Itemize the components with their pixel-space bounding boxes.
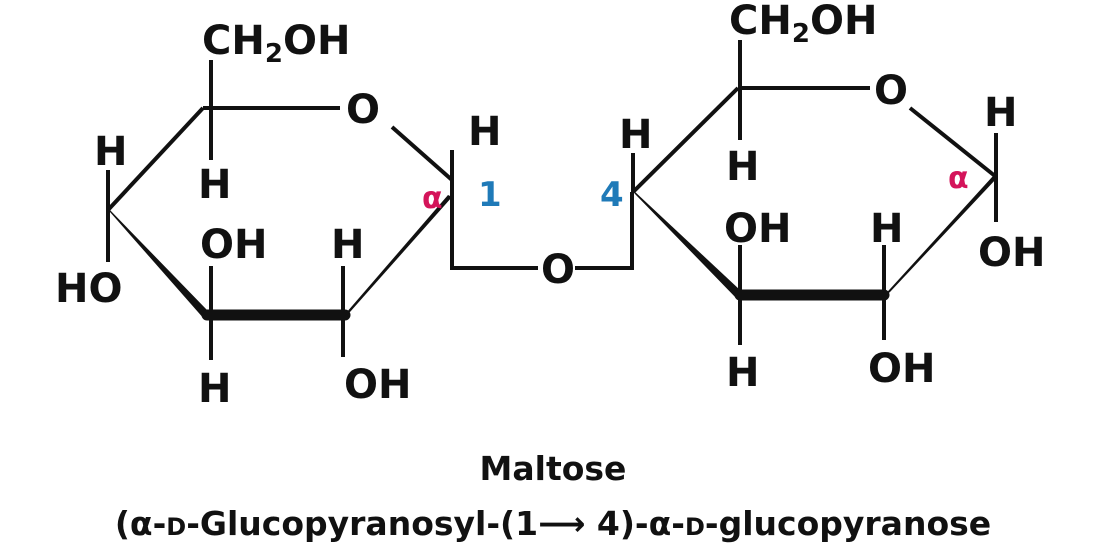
left-h-c1: H [468,109,501,155]
carbon-number-4: 4 [600,175,624,215]
right-oh-c3: OH [724,206,791,252]
left-ch2oh-label: CH2OH [202,18,350,69]
right-glucose-ring [631,40,998,345]
left-h-c4: H [94,129,127,175]
bond-c1-glycosidic-o [450,195,538,270]
glycosidic-oxygen: O [541,247,575,293]
right-ring-oxygen: O [874,68,908,114]
bond-c2-c1-wedge [340,195,452,320]
left-ring-oxygen: O [346,87,380,133]
bond-c4-c3-wedge [108,208,207,320]
bond-c5-c4 [106,106,205,212]
bond-glycosidic-o-c4 [575,192,634,270]
right-h-c3: H [726,350,759,396]
bond-o-c1 [390,125,454,182]
bond-o-c1 [908,106,997,178]
bond-c2-c1-wedge [880,176,997,300]
left-h-c2: H [331,222,364,268]
compound-name: Maltose [480,449,627,488]
left-h-c5: H [198,162,231,208]
bond-c4-c3-wedge [633,190,740,300]
left-ho-c4: HO [55,266,122,312]
right-ch2oh-label: CH2OH [729,0,877,49]
right-oh-c2: OH [868,346,935,392]
carbon-number-1: 1 [478,175,502,215]
right-h-c2: H [870,206,903,252]
right-h-c4: H [619,112,652,158]
bond-c5-c4 [631,86,740,194]
left-oh-c2: OH [344,362,411,408]
right-oh-c1: OH [978,230,1045,276]
right-alpha-label: α [948,161,969,196]
right-h-c1: H [984,90,1017,136]
left-glucose-ring [106,60,634,360]
left-oh-c3: OH [200,222,267,268]
systematic-name: (α-D-Glucopyranosyl-(1⟶ 4)-α-D-glucopyra… [115,504,991,543]
left-alpha-label: α [422,181,443,216]
left-h-c3: H [198,366,231,412]
right-h-c5: H [726,144,759,190]
